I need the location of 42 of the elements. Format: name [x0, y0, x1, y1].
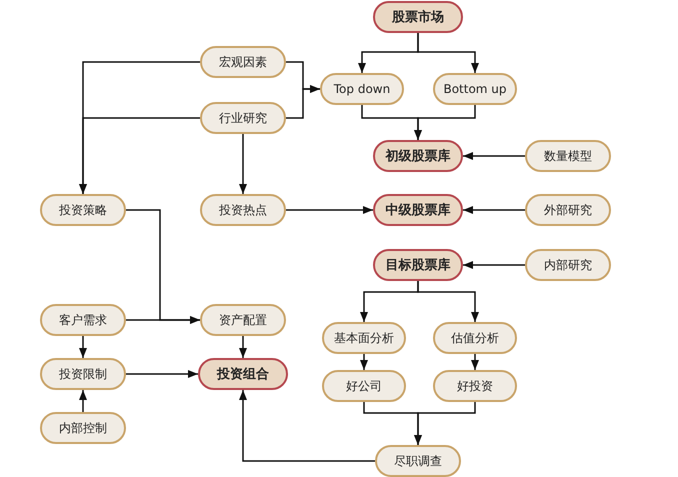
- arrow: [79, 336, 87, 358]
- process-box: 中级股票库: [373, 194, 463, 226]
- process-box: 投资策略: [40, 194, 126, 226]
- arrow: [239, 134, 247, 194]
- arrow: [417, 281, 479, 322]
- arrow: [239, 390, 375, 462]
- arrow: [239, 336, 247, 358]
- process-box: 估值分析: [433, 322, 517, 354]
- process-box: 宏观因素: [200, 46, 286, 78]
- process-box: 初级股票库: [373, 140, 463, 172]
- arrow: [79, 117, 200, 194]
- process-box: 尽职调查: [375, 445, 461, 477]
- arrow: [463, 206, 525, 214]
- process-box: 内部研究: [525, 249, 611, 281]
- arrow: [414, 402, 476, 445]
- process-box: 基本面分析: [322, 322, 406, 354]
- process-box: 数量模型: [525, 140, 611, 172]
- arrow: [286, 85, 320, 119]
- arrow: [471, 354, 479, 370]
- arrow: [463, 152, 525, 160]
- process-box: Bottom up: [433, 73, 517, 105]
- process-box: 投资组合: [198, 358, 288, 390]
- arrow: [414, 105, 476, 140]
- process-box: 内部控制: [40, 412, 126, 444]
- process-box: 外部研究: [525, 194, 611, 226]
- arrow: [463, 261, 525, 269]
- process-box: 好公司: [322, 370, 406, 402]
- process-box: 好投资: [433, 370, 517, 402]
- arrow: [126, 316, 200, 324]
- process-box: 投资热点: [200, 194, 286, 226]
- arrow: [126, 370, 198, 378]
- arrow: [417, 33, 479, 73]
- process-box: 股票市场: [373, 1, 463, 33]
- process-box: 行业研究: [200, 102, 286, 134]
- arrow: [286, 206, 373, 214]
- process-box: Top down: [320, 73, 404, 105]
- arrow: [360, 354, 368, 370]
- process-box: 客户需求: [40, 304, 126, 336]
- process-box: 目标股票库: [373, 249, 463, 281]
- process-box: 资产配置: [200, 304, 286, 336]
- process-box: 投资限制: [40, 358, 126, 390]
- arrow: [79, 390, 87, 412]
